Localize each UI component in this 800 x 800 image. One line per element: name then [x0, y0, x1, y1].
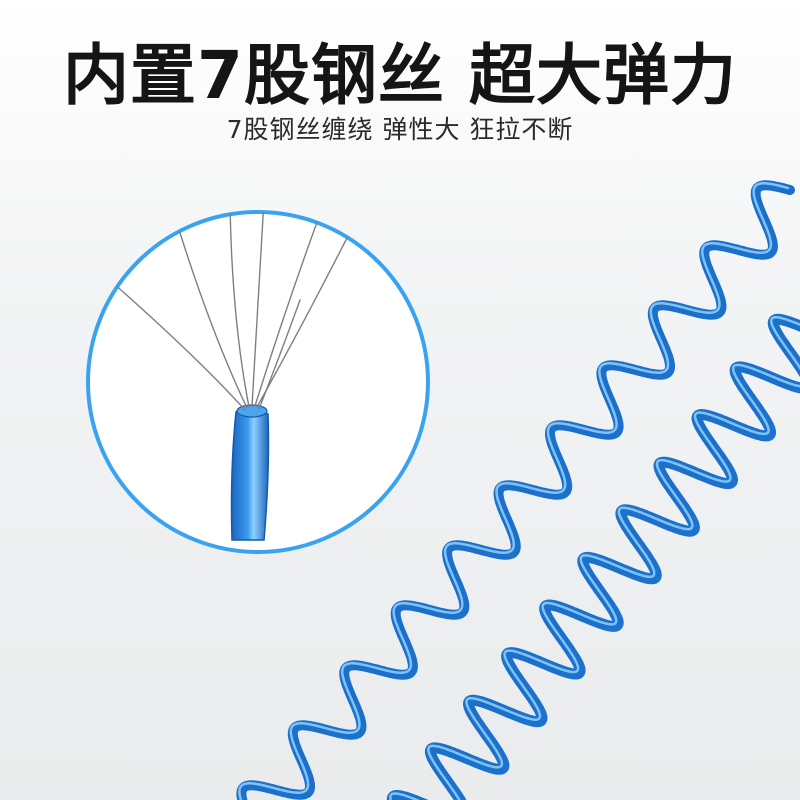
- subheadline: 7股钢丝缠绕 弹性大 狂拉不断: [226, 115, 574, 144]
- headline: 内置7股钢丝 超大弹力: [63, 37, 737, 114]
- steel-strands: [111, 212, 349, 411]
- coil-cord-lower: [386, 313, 800, 800]
- coil-cord-upper: [236, 180, 795, 800]
- wire-strands-inset: [86, 210, 430, 554]
- wire-sleeve: [230, 404, 270, 541]
